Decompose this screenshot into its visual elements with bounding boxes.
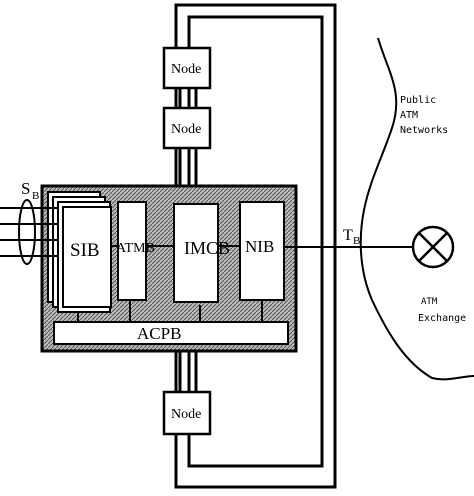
sb-label: S bbox=[21, 179, 30, 198]
sib-board-stack bbox=[47, 191, 112, 313]
sib-label: SIB bbox=[70, 240, 100, 261]
sb-subscript: B bbox=[32, 190, 39, 202]
public-network-line2: ATM bbox=[400, 110, 418, 121]
tb-label: T bbox=[343, 227, 353, 244]
acpb-label: ACPB bbox=[137, 324, 181, 343]
sb-interface-ring bbox=[18, 199, 36, 265]
node-top-1 bbox=[162, 46, 212, 90]
node-top-2 bbox=[162, 106, 212, 150]
node-top-1-label: Node bbox=[171, 62, 201, 77]
vertical-bus bbox=[178, 88, 198, 392]
node-bottom bbox=[162, 390, 212, 436]
tb-subscript: B bbox=[353, 235, 360, 247]
public-network-boundary bbox=[359, 37, 474, 381]
public-network-line3: Networks bbox=[400, 125, 448, 136]
acpb-board bbox=[53, 321, 289, 345]
imcb-label: IMCB bbox=[184, 238, 230, 258]
nib-board bbox=[239, 201, 285, 301]
atmb-board bbox=[117, 201, 147, 301]
atm-exchange-icon bbox=[411, 225, 455, 269]
exchange-line2: Exchange bbox=[418, 313, 466, 324]
node-bottom-label: Node bbox=[171, 407, 201, 422]
nib-label: NIB bbox=[245, 237, 274, 256]
atmb-label: ATMB bbox=[116, 241, 155, 256]
sb-interface-lines bbox=[0, 207, 58, 257]
public-network-line1: Public bbox=[400, 95, 436, 106]
exchange-line1: ATM bbox=[421, 297, 438, 307]
node-top-2-label: Node bbox=[171, 122, 201, 137]
imcb-board bbox=[173, 203, 219, 303]
